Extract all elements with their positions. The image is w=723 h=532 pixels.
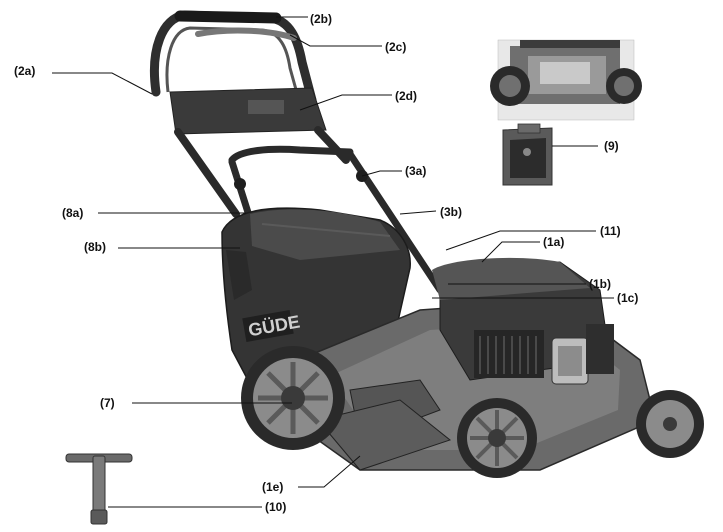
leader-3b [399,210,437,215]
label-1e: (1e) [262,480,284,494]
leader-2a [52,72,153,95]
label-10: (10) [265,500,287,514]
label-2b: (2b) [310,12,332,26]
inset-mulch-plug [502,123,553,186]
label-9: (9) [604,139,619,153]
leader-lines [52,16,614,508]
label-2a: (2a) [14,64,36,78]
leader-2c [289,34,382,47]
leader-2d [299,94,392,111]
label-8b: (8b) [84,240,106,254]
label-1a: (1a) [543,235,565,249]
leader-11 [445,230,596,251]
leader-3a [361,170,402,177]
leader-1a [481,241,540,263]
label-8a: (8a) [62,206,84,220]
mower-illustration: GÜDE [150,10,704,478]
label-1b: (1b) [589,277,611,291]
label-2d: (2d) [395,89,417,103]
label-1c: (1c) [617,291,639,305]
label-3a: (3a) [405,164,427,178]
label-7: (7) [100,396,115,410]
inset-wheel-view [490,39,642,121]
leader-1e [298,455,361,488]
spark-plug-wrench [65,453,133,525]
label-3b: (3b) [440,205,462,219]
label-2c: (2c) [385,40,407,54]
label-11: (11) [600,224,621,238]
